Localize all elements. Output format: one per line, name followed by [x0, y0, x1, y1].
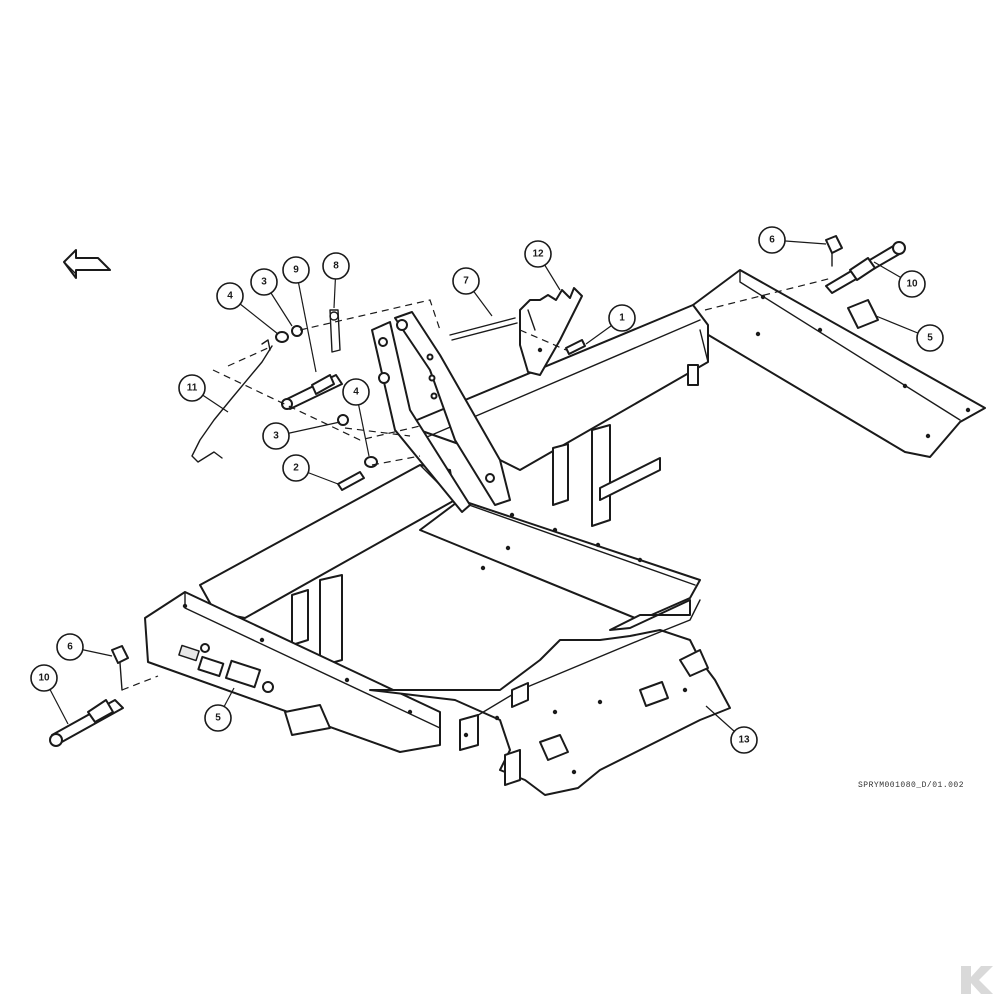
svg-text:3: 3 — [273, 431, 279, 442]
callout-10b: 10 — [30, 664, 58, 692]
bolt-2 — [337, 471, 365, 491]
left-pin-10 — [49, 699, 124, 747]
callout-1: 1 — [608, 304, 636, 332]
callout-5b: 5 — [204, 704, 232, 732]
callout-8: 8 — [322, 252, 350, 280]
svg-text:13: 13 — [738, 735, 750, 746]
svg-text:10: 10 — [38, 673, 50, 684]
front-bar — [144, 591, 441, 753]
callout-6a: 6 — [758, 226, 786, 254]
callout-5a: 5 — [916, 324, 944, 352]
callout-13: 13 — [730, 726, 758, 754]
svg-text:10: 10 — [906, 279, 918, 290]
right-plate-5 — [847, 299, 879, 329]
svg-text:6: 6 — [67, 642, 73, 653]
svg-text:5: 5 — [215, 713, 221, 724]
svg-text:1: 1 — [619, 313, 625, 324]
svg-text:8: 8 — [333, 261, 339, 272]
callout-4a: 4 — [216, 282, 244, 310]
svg-text:3: 3 — [261, 277, 267, 288]
pin-9 — [281, 374, 343, 410]
assembly-lines — [121, 277, 833, 691]
svg-text:9: 9 — [293, 265, 299, 276]
callout-4b: 4 — [342, 378, 370, 406]
mounting-plate — [369, 599, 731, 796]
pin-1 — [565, 339, 586, 355]
pin-7 — [449, 317, 518, 341]
linch-pin-8 — [329, 309, 341, 353]
callout-2: 2 — [282, 454, 310, 482]
retaining-clip-11 — [191, 339, 273, 463]
washer-3 — [291, 325, 349, 426]
svg-text:4: 4 — [353, 387, 359, 398]
svg-text:6: 6 — [769, 235, 775, 246]
right-lynch-pin-6 — [825, 235, 843, 267]
cross-beam — [419, 499, 701, 621]
callout-3a: 3 — [250, 268, 278, 296]
callout-12: 12 — [524, 240, 552, 268]
callout-9: 9 — [282, 256, 310, 284]
drawing-reference-number: SPRYM001080_D/01.002 — [858, 781, 965, 790]
right-pin-10 — [825, 241, 906, 294]
headstock-plates — [371, 311, 511, 513]
svg-text:7: 7 — [463, 276, 469, 287]
right-frame-arm — [692, 269, 986, 458]
svg-text:2: 2 — [293, 463, 299, 474]
callout-11: 11 — [178, 374, 206, 402]
svg-text:5: 5 — [927, 333, 933, 344]
svg-text:4: 4 — [227, 291, 233, 302]
callout-10a: 10 — [898, 270, 926, 298]
top-link-bracket — [519, 287, 583, 376]
callout-7: 7 — [452, 267, 480, 295]
frame-posts — [291, 424, 661, 667]
direction-arrow-icon — [63, 249, 111, 279]
callout-3b: 3 — [262, 422, 290, 450]
svg-text:11: 11 — [187, 383, 198, 394]
callout-6b: 6 — [56, 633, 84, 661]
brand-logo-icon — [961, 966, 993, 994]
left-lynch-pin-6 — [111, 645, 129, 691]
svg-text:12: 12 — [532, 249, 544, 260]
